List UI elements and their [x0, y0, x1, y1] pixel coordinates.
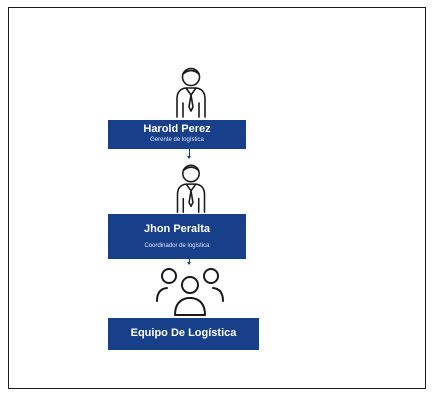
connector-line	[189, 149, 190, 158]
node-jhon-peralta: Jhon Peralta Coordinador de logística	[108, 214, 246, 259]
connector-line	[189, 259, 190, 264]
node-role: Coordinador de logística	[144, 243, 210, 249]
diagram-frame: Harold Perez Gerente de logística Jhon P…	[8, 7, 426, 389]
node-name: Jhon Peralta	[143, 223, 211, 235]
node-equipo-de-logistica: Equipo De Logística	[108, 318, 259, 350]
person-tie-icon	[176, 67, 206, 118]
team-group-icon	[156, 268, 224, 316]
connector-arrow	[187, 156, 191, 159]
person-tie-icon	[176, 164, 206, 213]
node-name: Equipo De Logística	[130, 327, 237, 339]
node-name: Harold Perez	[143, 123, 211, 135]
node-harold-perez: Harold Perez Gerente de logística	[108, 120, 246, 149]
node-role: Gerente de logística	[150, 137, 204, 143]
connector-arrow	[187, 262, 191, 265]
